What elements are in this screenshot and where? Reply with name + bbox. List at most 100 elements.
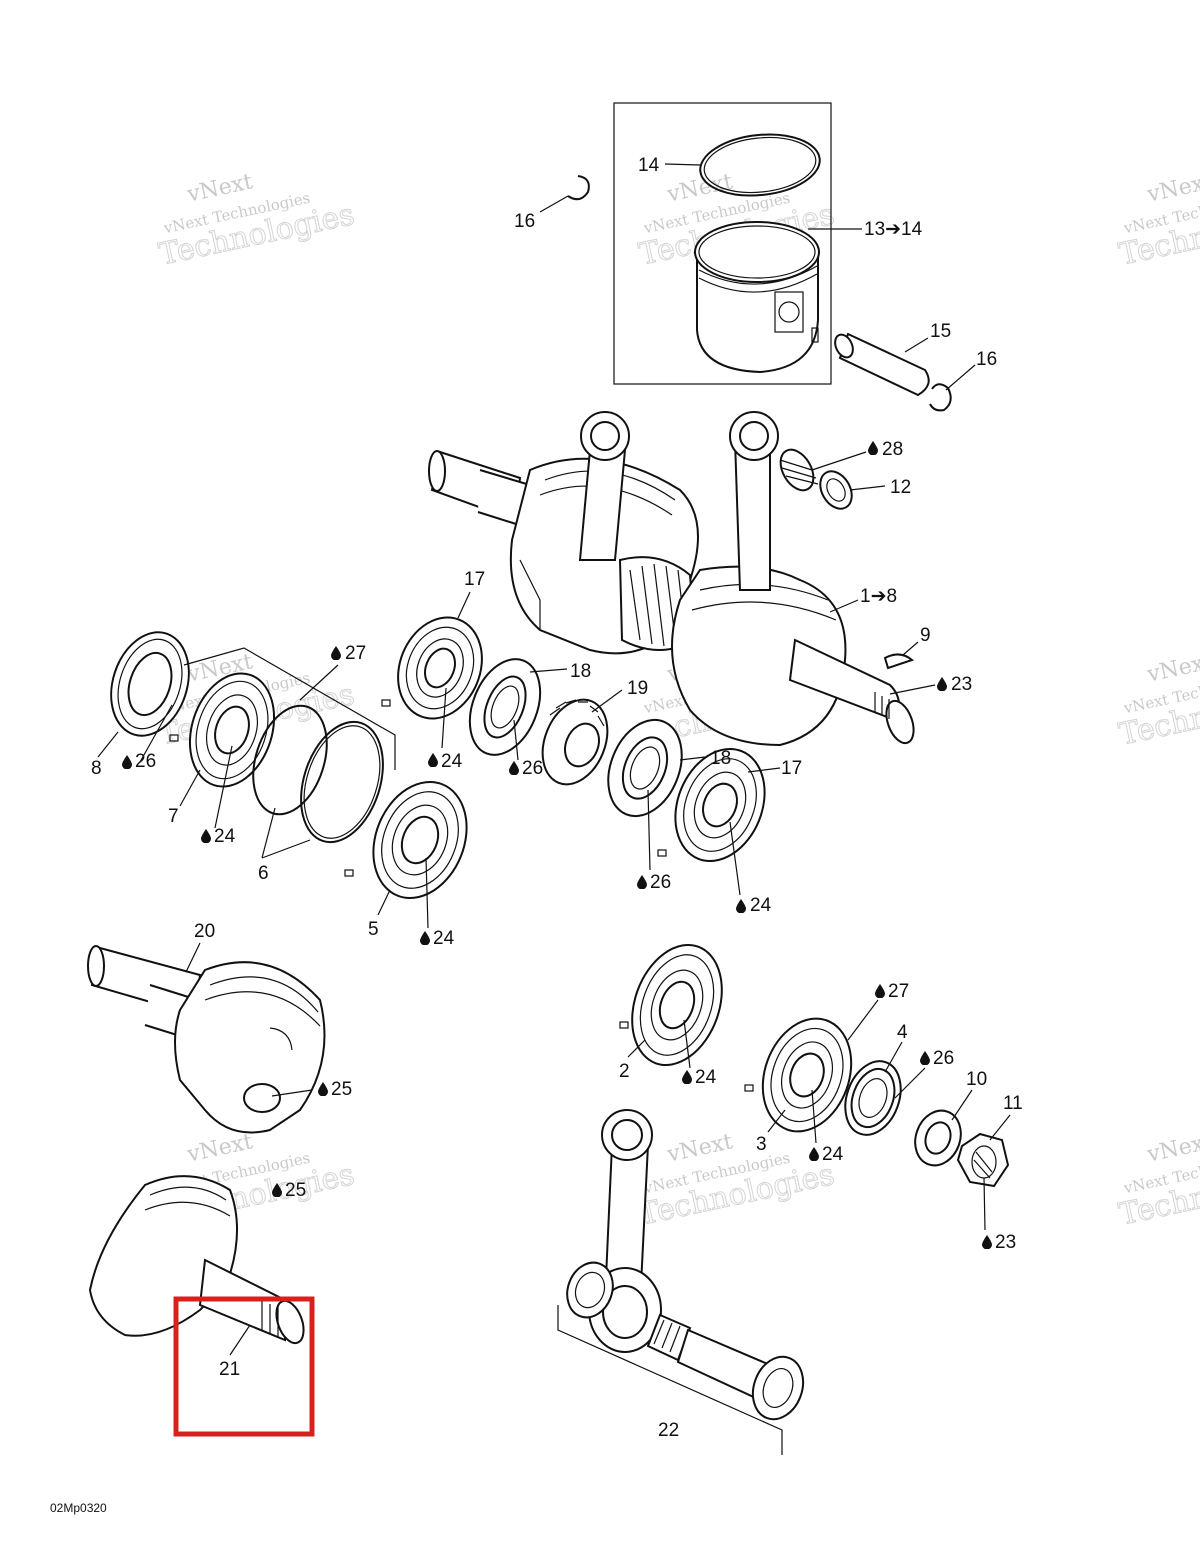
callout-label: 16 bbox=[514, 211, 535, 232]
callout-label: 6 bbox=[258, 863, 269, 884]
callout-label: 24 bbox=[214, 826, 236, 847]
oil-seal[interactable] bbox=[457, 649, 554, 766]
callout-label: 27 bbox=[345, 643, 366, 664]
oil-drop-icon bbox=[318, 1082, 328, 1096]
retaining-ring[interactable] bbox=[240, 696, 339, 824]
ball-bearing[interactable] bbox=[616, 932, 737, 1077]
dowel-pin bbox=[657, 849, 667, 857]
oil-drop-icon bbox=[875, 984, 885, 998]
oil-drop-icon bbox=[428, 753, 438, 767]
lock-washer[interactable] bbox=[908, 1104, 968, 1172]
oil-seal[interactable] bbox=[836, 1053, 911, 1142]
woodruff-key[interactable] bbox=[883, 653, 915, 670]
piston-pin[interactable] bbox=[832, 332, 930, 397]
callout-label: 19 bbox=[627, 678, 648, 699]
piston-ring[interactable] bbox=[697, 129, 823, 201]
callout-label: 24 bbox=[750, 895, 772, 916]
oil-drop-icon bbox=[509, 761, 519, 775]
oil-drop-icon bbox=[809, 1147, 819, 1161]
callout-label: 15 bbox=[930, 321, 951, 342]
callout-label: 17 bbox=[781, 758, 802, 779]
dowel-pin bbox=[381, 699, 391, 707]
ball-bearing[interactable] bbox=[383, 605, 496, 731]
callout-label: 16 bbox=[976, 349, 997, 370]
callout-label: 25 bbox=[285, 1180, 306, 1201]
retaining-ring[interactable] bbox=[287, 711, 398, 852]
callout-label: 11 bbox=[1003, 1093, 1023, 1114]
callout-label: 4 bbox=[897, 1022, 908, 1043]
callout-label: 26 bbox=[933, 1048, 954, 1069]
ball-bearing[interactable] bbox=[176, 662, 288, 797]
dowel-pin bbox=[169, 734, 179, 742]
callout-label: 18 bbox=[570, 661, 591, 682]
callout-label: 10 bbox=[966, 1069, 987, 1090]
callout-label: 1➔8 bbox=[860, 586, 897, 607]
dowel-pin bbox=[744, 1084, 754, 1092]
callout-label: 13➔14 bbox=[864, 219, 923, 240]
oil-seal[interactable] bbox=[595, 709, 696, 827]
callout-label: 28 bbox=[882, 439, 903, 460]
callout-label: 14 bbox=[638, 155, 660, 176]
callout-label: 8 bbox=[91, 758, 102, 779]
callout-label: 12 bbox=[890, 477, 911, 498]
piston-group[interactable] bbox=[613, 102, 832, 385]
oil-drop-icon bbox=[982, 1235, 992, 1249]
callout-label: 26 bbox=[522, 758, 543, 779]
thrust-washer[interactable] bbox=[745, 1350, 812, 1427]
watermark-brand: vNext bbox=[1144, 1129, 1200, 1167]
watermark-brand: vNext bbox=[1144, 649, 1200, 687]
callout-label: 27 bbox=[888, 981, 909, 1002]
oil-drop-icon bbox=[682, 1070, 692, 1084]
oil-drop-icon bbox=[736, 899, 746, 913]
highlight-box bbox=[173, 1296, 315, 1437]
oil-drop-icon bbox=[122, 755, 132, 769]
callout-label: 23 bbox=[951, 674, 972, 695]
piston-pin-circlip[interactable] bbox=[929, 383, 952, 412]
oil-drop-icon bbox=[868, 441, 878, 455]
leader-lines bbox=[97, 163, 1011, 1356]
dowel-pin bbox=[344, 869, 354, 877]
needle-bearing[interactable] bbox=[774, 444, 820, 496]
oil-drop-icon bbox=[201, 829, 211, 843]
callout-label: 9 bbox=[920, 625, 931, 646]
oil-drop-icon bbox=[637, 875, 647, 889]
callout-label: 24 bbox=[822, 1144, 844, 1165]
callout-label: 24 bbox=[695, 1067, 717, 1088]
thrust-washer[interactable] bbox=[814, 466, 858, 515]
drive-gear[interactable] bbox=[531, 690, 620, 794]
callout-label: 17 bbox=[464, 569, 485, 590]
oil-drop-icon bbox=[331, 646, 341, 660]
callout-label: 26 bbox=[650, 872, 671, 893]
piston-pin-boss bbox=[774, 291, 804, 333]
oil-drop-icon bbox=[937, 677, 947, 691]
connecting-rod-kit[interactable] bbox=[560, 1109, 812, 1427]
callout-label: 2 bbox=[619, 1061, 630, 1082]
callout-label: 25 bbox=[331, 1079, 352, 1100]
piston-kit-box bbox=[613, 102, 832, 385]
callout-label: 20 bbox=[194, 921, 215, 942]
piston-pin-circlip[interactable] bbox=[567, 175, 590, 201]
crankshaft-assembly[interactable] bbox=[428, 411, 919, 747]
oil-drop-icon bbox=[420, 931, 430, 945]
callout-label: 7 bbox=[168, 806, 179, 827]
ball-bearing[interactable] bbox=[357, 768, 484, 912]
callout-label: 24 bbox=[441, 751, 463, 772]
callout-label: 26 bbox=[135, 751, 156, 772]
dowel-pin bbox=[619, 1021, 629, 1029]
watermark-brand: vNext bbox=[1144, 169, 1200, 207]
callout-label: 21 bbox=[219, 1359, 240, 1380]
oil-drop-icon bbox=[920, 1051, 930, 1065]
ball-bearing[interactable] bbox=[659, 735, 780, 874]
callout-labels: 14 13➔14 16 15 16 28 12 1➔8 9 23 17 18 1… bbox=[91, 155, 1023, 1441]
callout-label: 5 bbox=[368, 919, 379, 940]
callout-label: 24 bbox=[433, 928, 455, 949]
crankpin-bore bbox=[243, 1083, 281, 1113]
callout-label: 22 bbox=[658, 1420, 679, 1441]
callout-label: 3 bbox=[756, 1134, 767, 1155]
callout-label: 23 bbox=[995, 1232, 1016, 1253]
crankshaft-nut[interactable] bbox=[956, 1132, 1010, 1188]
callout-label: 18 bbox=[710, 748, 731, 769]
ball-bearing[interactable] bbox=[748, 1006, 867, 1144]
crankshaft-half-pto[interactable] bbox=[87, 945, 326, 1134]
